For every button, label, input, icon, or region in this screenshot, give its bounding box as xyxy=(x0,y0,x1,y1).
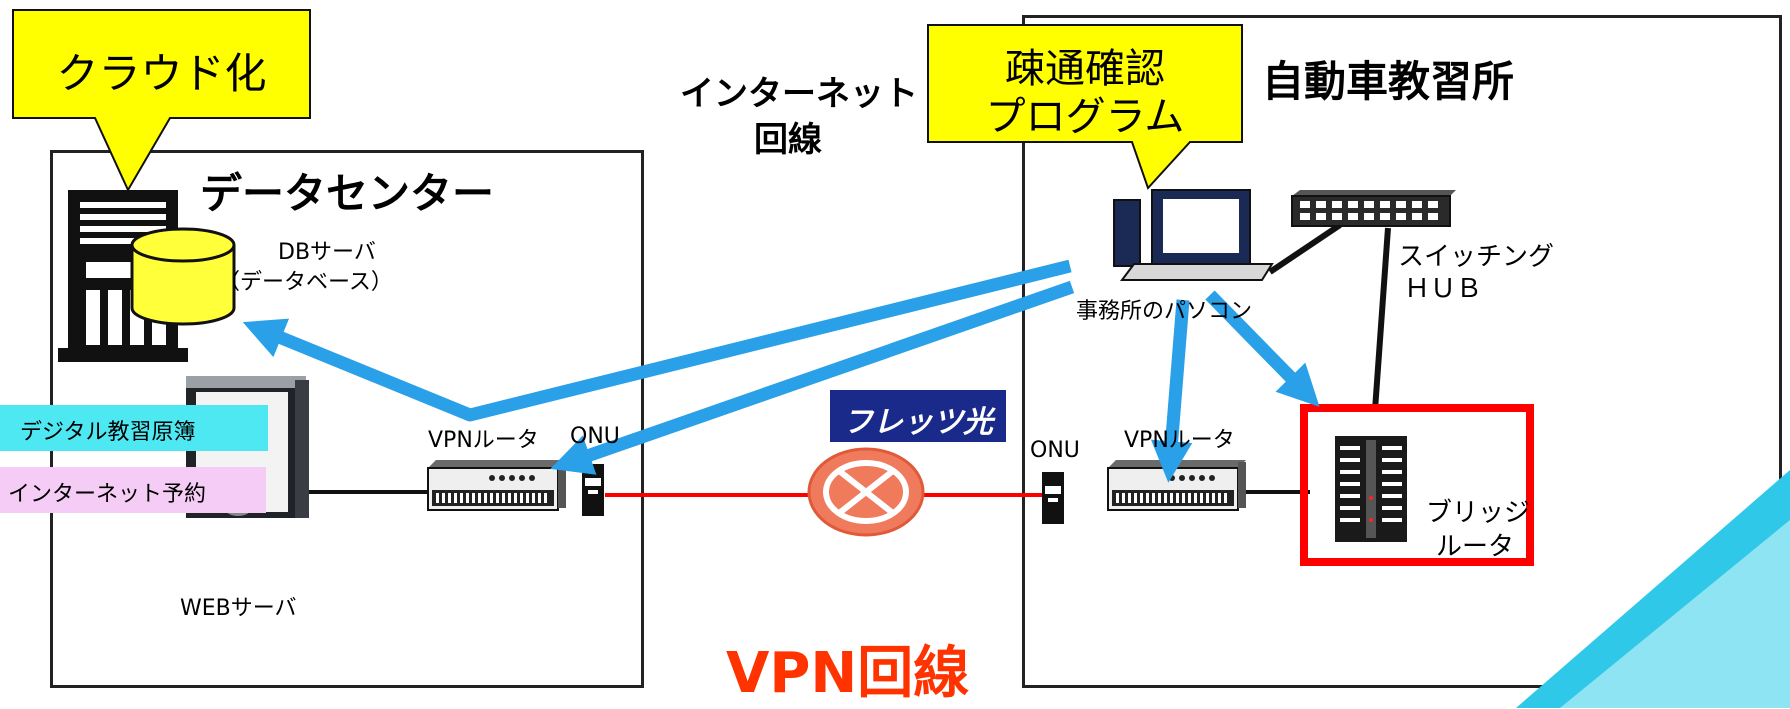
dc-onu-icon xyxy=(582,464,604,516)
web-server-label: WEBサーバ xyxy=(180,596,297,621)
internet-line-label-1: インターネット xyxy=(680,74,918,114)
arrow-pc-to-db xyxy=(242,259,1072,422)
arrow-pc-to-school-router xyxy=(1150,299,1193,483)
tag-internet-reservation: インターネット予約 xyxy=(0,467,266,513)
cloud-callout-text: クラウド化 xyxy=(56,49,267,98)
bridge-router-label-2: ルータ xyxy=(1436,532,1515,562)
db-server-label-2: （データベース） xyxy=(218,270,393,295)
office-pc-label: 事務所のパソコン xyxy=(1076,299,1253,324)
flets-logo: フレッツ光 xyxy=(830,390,1006,442)
switch-bridge-cable xyxy=(1372,227,1391,411)
office-pc-icon xyxy=(1113,189,1274,281)
bridge-router-icon xyxy=(1300,404,1534,566)
school-onu-label: ONU xyxy=(1030,438,1080,463)
arrow-pc-to-dc-router xyxy=(550,280,1075,475)
bridge-router-label-1: ブリッジ xyxy=(1426,498,1531,528)
vpn-line-label: VPN回線 xyxy=(726,641,970,706)
program-callout-line2: プログラム xyxy=(985,94,1185,140)
dc-vpn-router-icon xyxy=(427,460,566,511)
pc-switch-cable xyxy=(1268,222,1342,275)
program-callout-line1: 疎通確認 xyxy=(1005,46,1165,92)
program-callout-shape xyxy=(927,24,1243,190)
dc-onu-label: ONU xyxy=(570,424,620,449)
cloud-callout-shape xyxy=(12,9,311,193)
internet-line-label-2: 回線 xyxy=(754,120,822,160)
tag-digital-record: デジタル教習原簿 xyxy=(0,405,268,451)
switching-hub-label-1: スイッチング xyxy=(1398,242,1555,272)
arrow-pc-to-bridge xyxy=(1205,290,1320,407)
dc-vpn-router-label: VPNルータ xyxy=(428,428,539,453)
school-vpn-router-icon xyxy=(1107,460,1246,511)
switching-hub-icon xyxy=(1291,190,1456,227)
school-vpn-router-label: VPNルータ xyxy=(1124,428,1235,453)
db-server-label-1: DBサーバ xyxy=(278,240,376,265)
school-onu-icon xyxy=(1042,472,1064,524)
connectivity-arrows xyxy=(242,259,1320,483)
switching-hub-label-2: ＨＵＢ xyxy=(1404,274,1483,304)
blocked-icon xyxy=(807,447,925,537)
datacenter-title: データセンター xyxy=(200,169,495,218)
database-icon xyxy=(130,227,236,326)
school-title: 自動車教習所 xyxy=(1262,57,1515,106)
